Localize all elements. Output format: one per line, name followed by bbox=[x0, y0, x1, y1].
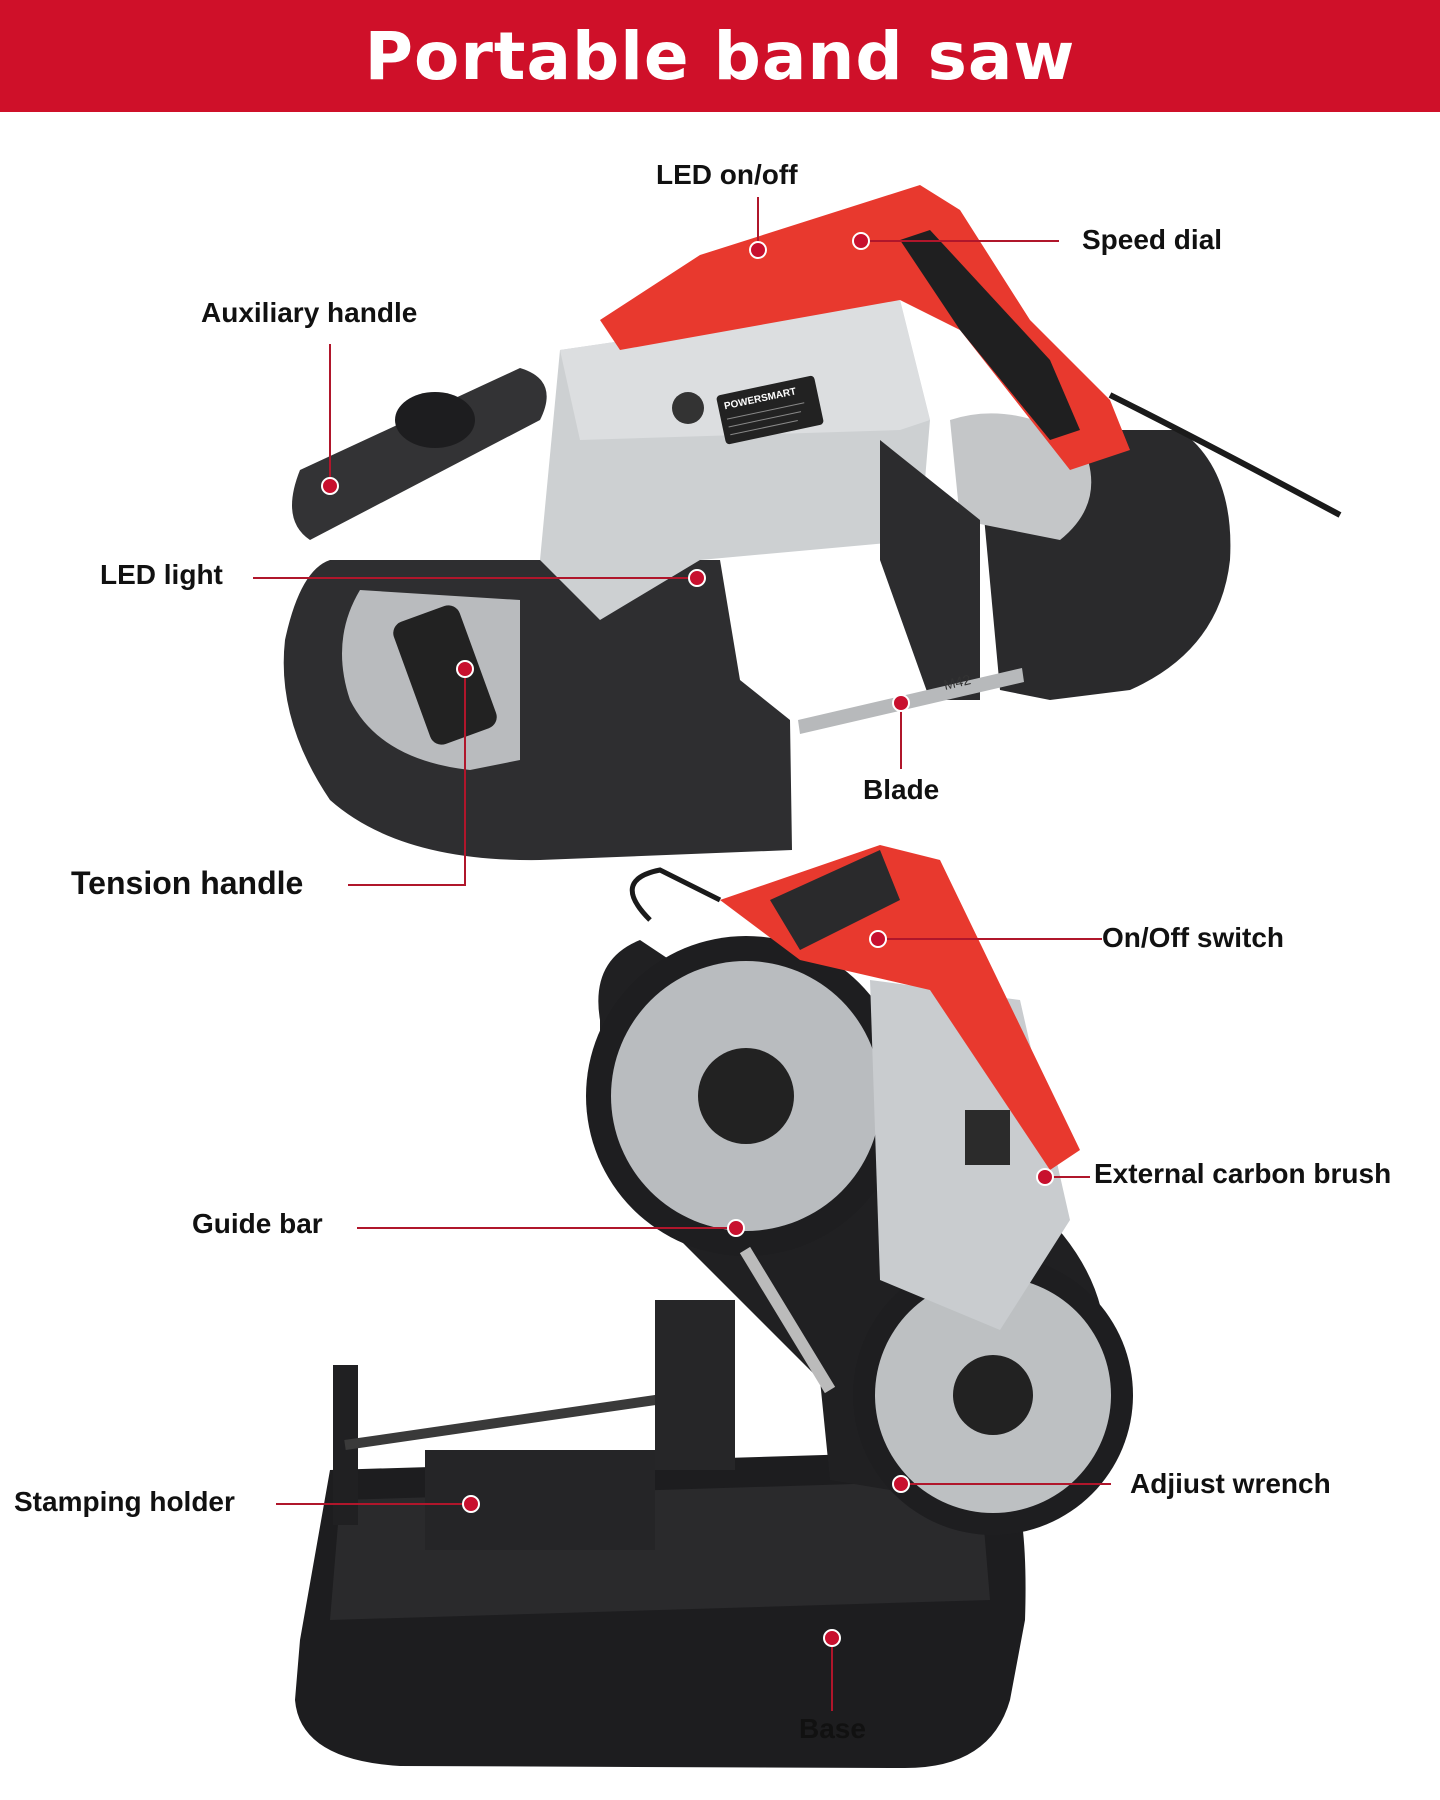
red-handle-housing bbox=[600, 185, 1130, 470]
on-off-switch-marker bbox=[869, 930, 887, 948]
adjust-wrench-marker bbox=[892, 1475, 910, 1493]
led-on-off-marker bbox=[749, 241, 767, 259]
title-banner: Portable band saw bbox=[0, 0, 1440, 112]
label-tension-handle: Tension handle bbox=[71, 865, 304, 901]
label-external-carbon-brush: External carbon brush bbox=[1094, 1158, 1392, 1189]
blade-mark: M42 bbox=[942, 671, 972, 693]
callout-dots bbox=[321, 232, 1054, 1647]
label-base: Base bbox=[799, 1713, 866, 1744]
blade-shape bbox=[798, 668, 1024, 734]
stamping-holder-marker bbox=[462, 1495, 480, 1513]
auxiliary-handle-marker bbox=[321, 477, 339, 495]
guide-bar-marker bbox=[727, 1219, 745, 1237]
label-stamping-holder: Stamping holder bbox=[14, 1486, 235, 1517]
label-auxiliary-handle: Auxiliary handle bbox=[201, 297, 418, 328]
tension-handle-marker bbox=[456, 660, 474, 678]
speed-dial-marker bbox=[852, 232, 870, 250]
blade-marker bbox=[892, 694, 910, 712]
carbon-brush-marker bbox=[1036, 1168, 1054, 1186]
label-adjust-wrench: Adjiust wrench bbox=[1130, 1468, 1331, 1499]
label-led-on-off: LED on/off bbox=[656, 159, 798, 190]
label-on-off-switch: On/Off switch bbox=[1102, 922, 1284, 953]
page-title: Portable band saw bbox=[364, 17, 1076, 95]
base-marker bbox=[823, 1629, 841, 1647]
label-led-light: LED light bbox=[100, 559, 223, 590]
label-speed-dial: Speed dial bbox=[1082, 224, 1223, 255]
band-saw-top-view: POWERSMART M42 bbox=[283, 185, 1342, 861]
label-blade: Blade bbox=[863, 774, 940, 805]
led-light-marker bbox=[688, 569, 706, 587]
band-saw-stand-view bbox=[295, 845, 1133, 1769]
auxiliary-handle-shape bbox=[292, 368, 547, 540]
label-guide-bar: Guide bar bbox=[192, 1208, 323, 1239]
power-cord bbox=[1108, 392, 1342, 518]
